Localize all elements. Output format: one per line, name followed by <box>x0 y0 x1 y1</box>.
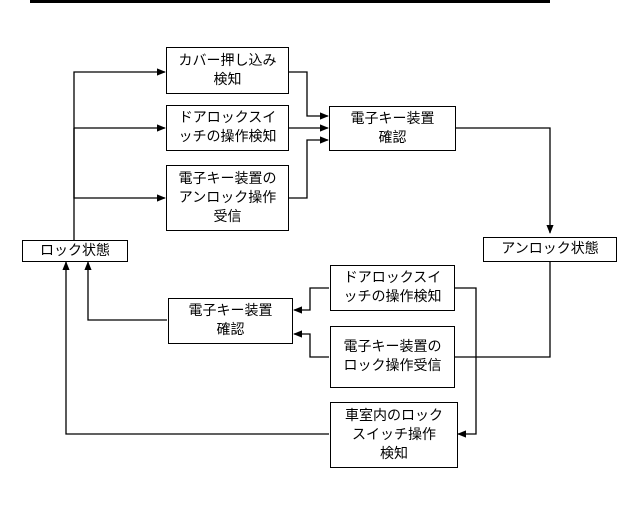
edge-ekey-lock-to-confirm-lower <box>293 330 329 358</box>
edge-confirm-lower-to-lock <box>84 261 167 321</box>
node-text-line: 電子キー装置 <box>350 110 435 127</box>
node-text-line: スイッチ操作 <box>352 426 436 443</box>
node-text-line: ッチの操作検知 <box>178 129 277 145</box>
node-text-line: 電子キー装置の <box>343 339 442 355</box>
unlock-state-label: アンロック状態 <box>501 241 599 257</box>
node-text-line: 車室内のロック <box>345 407 443 424</box>
node-text-line: ドアロックスイ <box>343 270 442 286</box>
node-text-line: 確認 <box>378 129 407 146</box>
edge-lock-to-cover <box>73 68 166 240</box>
edge-rail-doorswitch <box>455 287 477 357</box>
node-text-line: カバー押し込み <box>178 52 277 69</box>
cover-press-detect-box: カバー押し込み 検知 <box>166 47 289 94</box>
edge-cabin-to-lock <box>62 261 329 435</box>
edge-ekey-unlock-to-confirm <box>289 136 329 199</box>
edge-doorswitch-to-confirm-lower <box>293 287 329 314</box>
unlock-state-box: アンロック状態 <box>483 237 617 262</box>
node-text-line: ッチの操作検知 <box>343 289 442 305</box>
ekey-lock-receive-box: 電子キー装置の ロック操作受信 <box>330 326 455 388</box>
node-text-line: アンロック操作 <box>178 189 277 206</box>
ekey-confirm-lower-box: 電子キー装置 確認 <box>168 298 293 344</box>
edge-unlock-to-ekey-lock <box>455 262 551 358</box>
node-text-line: 検知 <box>213 71 242 88</box>
cabin-lock-switch-detect-box: 車室内のロック スイッチ操作 検知 <box>330 402 458 468</box>
lock-state-box: ロック状態 <box>22 240 128 262</box>
ekey-unlock-receive-box: 電子キー装置の アンロック操作 受信 <box>166 165 289 231</box>
top-border-line <box>30 0 550 3</box>
node-text-line: 電子キー装置 <box>188 303 273 319</box>
edge-confirm-to-unlock <box>456 127 554 234</box>
node-text-line: ドアロックスイ <box>178 110 277 126</box>
node-text-line: 電子キー装置の <box>178 170 277 187</box>
edge-lock-to-ekey-unlock <box>73 128 166 202</box>
node-text-line: ロック操作受信 <box>343 358 442 374</box>
edge-rail-cabin <box>457 357 477 438</box>
edge-cover-to-confirm <box>289 71 329 120</box>
door-lock-switch-detect-upper-box: ドアロックスイ ッチの操作検知 <box>166 105 289 151</box>
door-lock-switch-detect-lower-box: ドアロックスイ ッチの操作検知 <box>330 265 455 311</box>
ekey-confirm-upper-box: 電子キー装置 確認 <box>329 106 456 151</box>
node-text-line: 受信 <box>213 208 242 225</box>
node-text-line: 検知 <box>380 445 408 462</box>
lock-state-label: ロック状態 <box>40 242 110 259</box>
node-text-line: 確認 <box>216 322 245 338</box>
